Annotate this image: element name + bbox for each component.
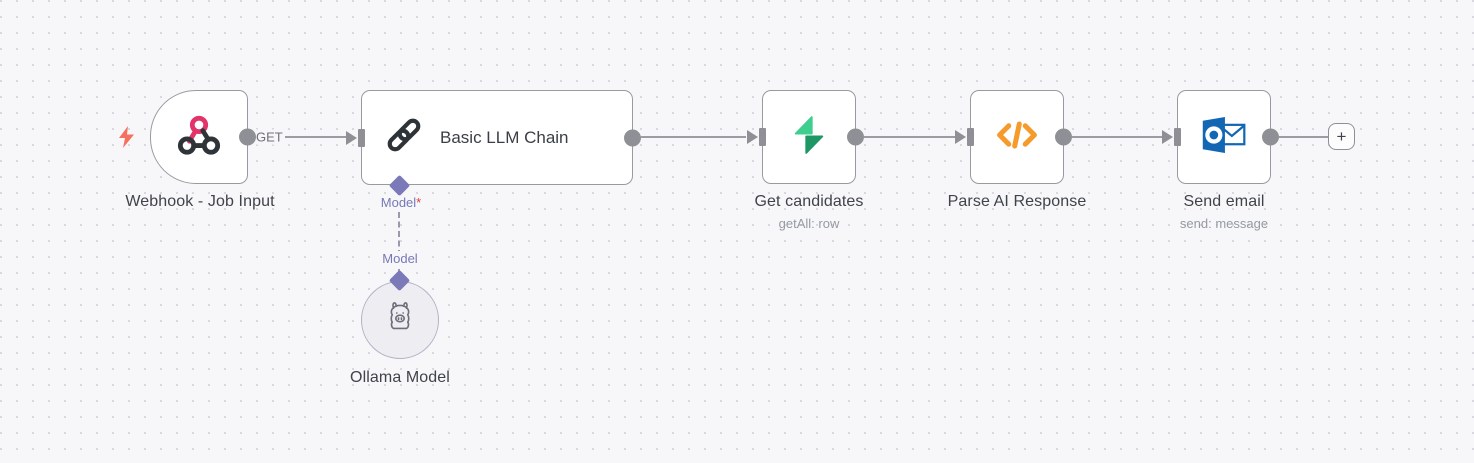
node-title-get-candidates: Get candidates xyxy=(754,193,864,210)
getcandidates-input-arrow-icon xyxy=(747,130,758,144)
node-webhook-job-input[interactable] xyxy=(150,90,256,184)
node-subtitle-send-email: send: message xyxy=(1179,216,1269,231)
supabase-bolt-icon xyxy=(787,113,831,162)
parse-input-connector[interactable] xyxy=(967,128,974,146)
edge-label-get: GET xyxy=(254,129,285,145)
node-subtitle-get-candidates: getAll: row xyxy=(778,216,840,231)
node-ollama-model[interactable] xyxy=(361,281,439,359)
chain-link-icon xyxy=(384,115,424,160)
model-port-label: Model* xyxy=(377,195,425,210)
edge-llm-to-getcandidates xyxy=(641,136,746,138)
llm-input-arrow-icon xyxy=(346,130,357,145)
llama-icon xyxy=(381,298,419,343)
node-title-llm-chain: Basic LLM Chain xyxy=(440,127,569,147)
sendemail-input-connector[interactable] xyxy=(1174,128,1181,146)
plus-icon: + xyxy=(1336,127,1347,146)
edge-parse-to-sendemail xyxy=(1072,136,1162,138)
sendemail-input-arrow-icon xyxy=(1162,130,1173,144)
lightning-bolt-icon xyxy=(118,126,136,153)
node-parse-ai-response[interactable] xyxy=(955,90,1072,184)
node-title-send-email: Send email xyxy=(1183,193,1265,210)
parse-input-arrow-icon xyxy=(955,130,966,144)
parse-output-connector[interactable] xyxy=(1055,128,1072,146)
required-marker: * xyxy=(416,195,422,210)
edge-webhook-to-llm xyxy=(250,136,346,138)
code-brackets-icon xyxy=(995,113,1039,162)
webhook-icon xyxy=(176,112,222,163)
node-basic-llm-chain[interactable]: Basic LLM Chain xyxy=(346,90,641,185)
webhook-output-connector[interactable] xyxy=(239,128,256,146)
sendemail-output-connector[interactable] xyxy=(1262,128,1279,146)
llm-output-connector[interactable] xyxy=(624,129,641,146)
node-send-email[interactable] xyxy=(1162,90,1279,184)
edge-sendemail-to-add xyxy=(1279,136,1328,138)
outlook-icon xyxy=(1200,113,1248,162)
getcandidates-output-connector[interactable] xyxy=(847,128,864,146)
llm-input-connector[interactable] xyxy=(358,128,365,147)
node-title-ollama: Ollama Model xyxy=(350,369,450,386)
add-node-button[interactable]: + xyxy=(1328,123,1355,150)
node-get-candidates[interactable] xyxy=(747,90,864,184)
node-title-parse-ai: Parse AI Response xyxy=(947,193,1087,210)
edge-model-dashed xyxy=(398,193,400,275)
model-connection-label: Model xyxy=(379,251,421,266)
edge-getcandidates-to-parse xyxy=(864,136,955,138)
node-title-webhook: Webhook - Job Input xyxy=(125,193,275,210)
getcandidates-input-connector[interactable] xyxy=(759,128,766,146)
